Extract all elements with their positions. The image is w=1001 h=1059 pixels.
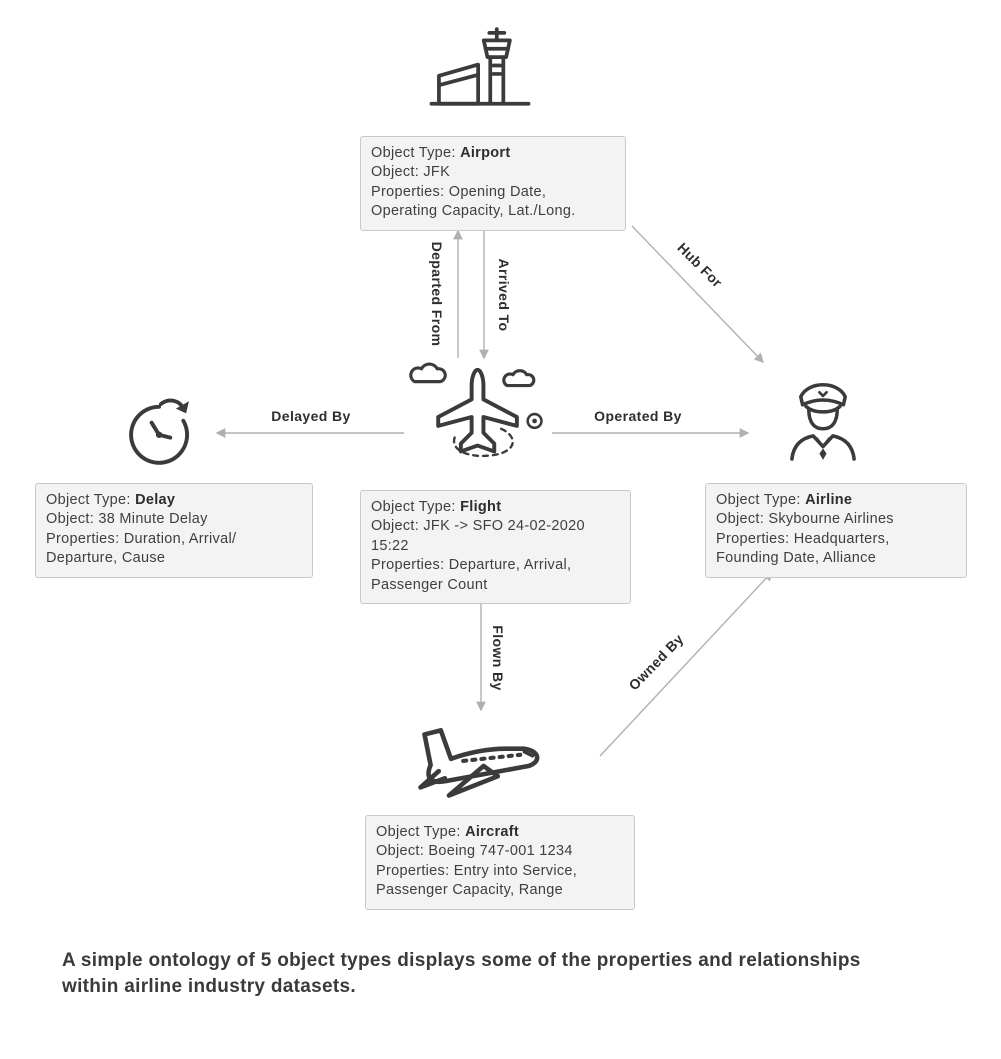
aircraft-object-type-line: Object Type: Aircraft [376,823,624,842]
flight-object-line: Object: JFK -> SFO 24-02-2020 15:22 [371,518,585,554]
edge-label-flown-by: Flown By [490,625,506,691]
airplane-side-view-icon [396,714,564,816]
object-type-value: Aircraft [465,824,520,840]
object-type-value: Airport [460,145,511,161]
edge-label-arrived-to: Arrived To [496,258,512,332]
object-type-label: Object Type: [46,492,136,508]
airline-properties-line: Properties: Headquarters, Founding Date,… [716,530,890,567]
airline-object-type-line: Object Type: Airline [716,491,956,510]
flight-node-card: Object Type: Flight Object: JFK -> SFO 2… [360,490,631,605]
object-type-label: Object Type: [371,499,461,515]
object-type-value: Flight [460,499,502,515]
delay-object-type-line: Object Type: Delay [46,491,302,510]
edge-label-departed-from: Departed From [429,241,445,347]
airline-object-line: Object: Skybourne Airlines [716,511,894,528]
airline-node-card: Object Type: Airline Object: Skybourne A… [705,483,967,578]
airport-object-line: Object: JFK [371,164,451,181]
object-type-value: Airline [805,492,853,508]
flight-object-type-line: Object Type: Flight [371,498,620,517]
airport-node-card: Object Type: Airport Object: JFK Propert… [360,136,626,231]
edge-label-hub-for: Hub For [674,239,726,291]
edge-hub-for-arrow [631,225,765,364]
aircraft-object-line: Object: Boeing 747-001 1234 [376,843,573,860]
pilot-icon [783,368,863,470]
flight-properties-line: Properties: Departure, Arrival, Passenge… [371,557,572,593]
edge-label-delayed-by: Delayed By [271,408,351,424]
aircraft-node-card: Object Type: Aircraft Object: Boeing 747… [365,815,635,910]
edge-label-operated-by: Operated By [594,408,682,424]
control-tower-icon [424,20,536,126]
object-type-label: Object Type: [371,145,461,161]
delay-properties-line: Properties: Duration, Arrival/ Departure… [46,530,237,567]
airplane-top-view-icon [405,360,555,478]
object-type-value: Delay [135,492,176,508]
edge-label-owned-by: Owned By [625,630,687,694]
object-type-label: Object Type: [376,824,466,840]
airport-object-type-line: Object Type: Airport [371,144,615,163]
airport-properties-line: Properties: Opening Date, Operating Capa… [371,183,576,220]
delay-object-line: Object: 38 Minute Delay [46,511,208,528]
delay-node-card: Object Type: Delay Object: 38 Minute Del… [35,483,313,578]
object-type-label: Object Type: [716,492,806,508]
figure-caption: A simple ontology of 5 object types disp… [62,950,861,998]
clock-delay-icon [118,390,202,474]
aircraft-properties-line: Properties: Entry into Service, Passenge… [376,862,578,899]
